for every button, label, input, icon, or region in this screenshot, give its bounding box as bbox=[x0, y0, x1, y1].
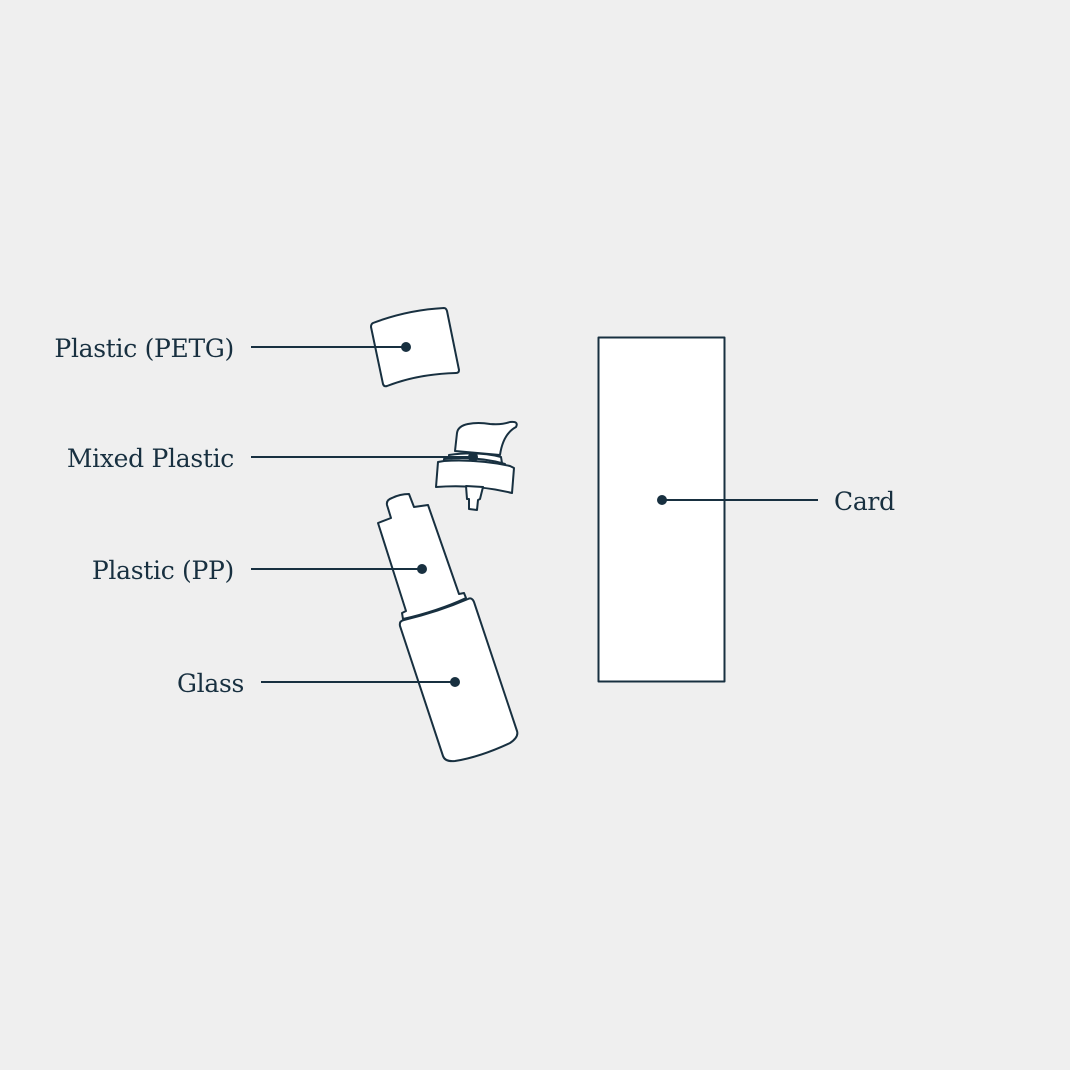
petg-marker-dot bbox=[401, 342, 411, 352]
label-mixed-plastic: Mixed Plastic bbox=[67, 444, 234, 473]
card-marker-dot bbox=[657, 495, 667, 505]
label-plastic-petg: Plastic (PETG) bbox=[54, 334, 234, 363]
pump-head-shape bbox=[435, 420, 518, 511]
card-box-shape bbox=[597, 336, 726, 683]
label-glass: Glass bbox=[177, 669, 244, 698]
label-card: Card bbox=[834, 487, 895, 516]
glass-marker-dot bbox=[450, 677, 460, 687]
mixed-marker-dot bbox=[468, 452, 478, 462]
pp-marker-dot bbox=[417, 564, 427, 574]
label-plastic-pp: Plastic (PP) bbox=[92, 556, 234, 585]
petg-cap-shape bbox=[370, 307, 460, 388]
pp-bottle-shape bbox=[377, 493, 467, 620]
